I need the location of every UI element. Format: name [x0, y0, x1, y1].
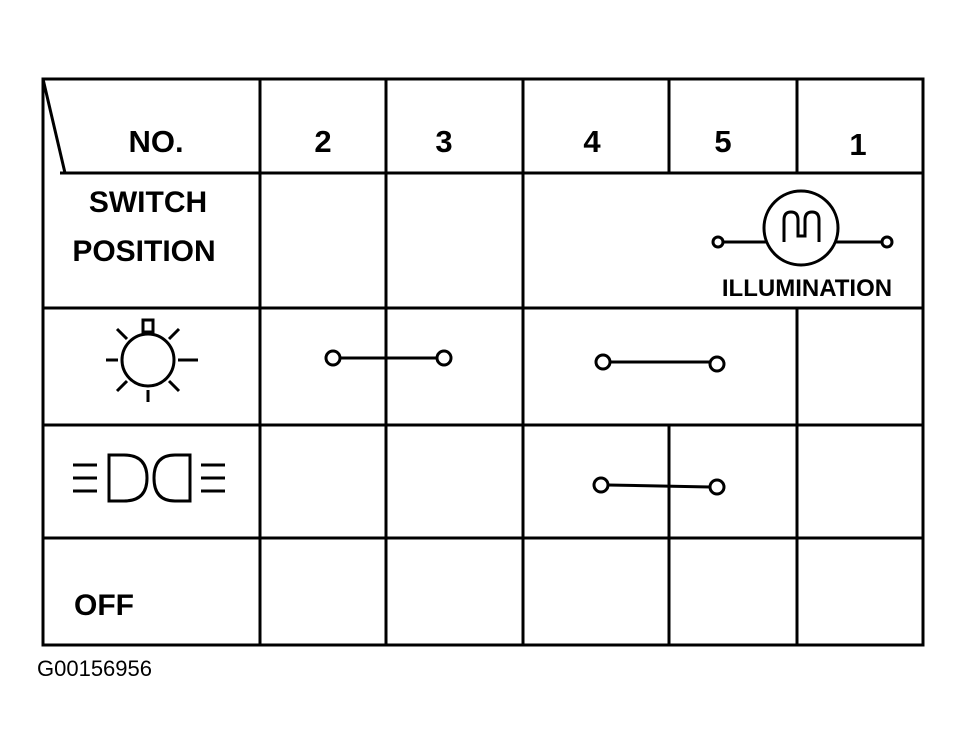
parking-light-icon	[106, 318, 198, 402]
connection-row1-4-5	[594, 353, 726, 373]
figure-id: G00156956	[37, 656, 152, 681]
connection-row1-2-3	[324, 349, 453, 367]
off-label: OFF	[74, 589, 134, 622]
terminal-header-5: 5	[714, 124, 731, 159]
header-diagonal	[41, 78, 67, 174]
illumination-label: ILLUMINATION	[722, 275, 892, 302]
connection-row2-4-5	[592, 476, 726, 496]
header-position: POSITION	[72, 235, 215, 268]
header-no: NO.	[128, 124, 183, 159]
illumination-bulb-icon	[711, 189, 894, 267]
terminal-header-3: 3	[435, 124, 452, 159]
terminal-header-2: 2	[314, 124, 331, 159]
terminal-header-4: 4	[583, 124, 601, 159]
headlight-icon	[73, 453, 225, 503]
terminal-header-1: 1	[849, 127, 866, 162]
header-switch: SWITCH	[89, 186, 207, 219]
table-frame	[41, 77, 925, 647]
